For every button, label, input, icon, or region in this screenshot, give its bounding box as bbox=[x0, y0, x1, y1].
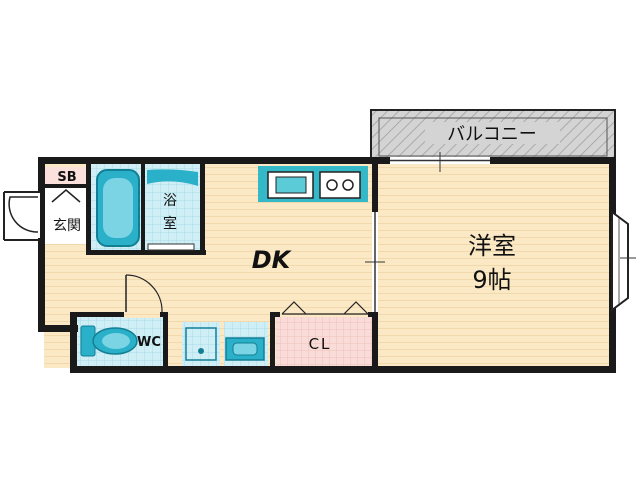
shoebox-area bbox=[44, 167, 90, 187]
bath-label-2: 室 bbox=[163, 215, 177, 232]
step-icon bbox=[51, 189, 81, 203]
closet-floor bbox=[276, 315, 372, 370]
washer-pan bbox=[182, 322, 220, 366]
closet-label: CL bbox=[309, 335, 332, 353]
entrance-floor bbox=[44, 188, 90, 244]
closet-doors bbox=[280, 301, 369, 317]
toilet-door bbox=[124, 274, 163, 318]
bath-door bbox=[147, 243, 195, 251]
kitchen bbox=[267, 171, 361, 199]
dk-label: DK bbox=[252, 246, 293, 274]
entrance-door bbox=[0, 191, 40, 241]
balcony-label: バルコニー bbox=[447, 124, 537, 145]
western-room-label: 洋室 bbox=[468, 232, 516, 260]
bathtub bbox=[96, 169, 140, 247]
toilet-label: WC bbox=[137, 335, 161, 350]
washer-pan-icon bbox=[185, 327, 217, 361]
bath-label-1: 浴 bbox=[163, 193, 177, 209]
bath-partition bbox=[147, 169, 198, 186]
toilet bbox=[80, 325, 138, 357]
balcony: バルコニー bbox=[370, 109, 616, 163]
shoebox-label: SB bbox=[57, 170, 76, 185]
western-room-size: 9帖 bbox=[472, 266, 511, 294]
western-room-floor bbox=[378, 162, 612, 368]
entrance-label: 玄関 bbox=[53, 217, 81, 234]
washbasin bbox=[225, 337, 265, 361]
bay-window bbox=[611, 210, 636, 312]
